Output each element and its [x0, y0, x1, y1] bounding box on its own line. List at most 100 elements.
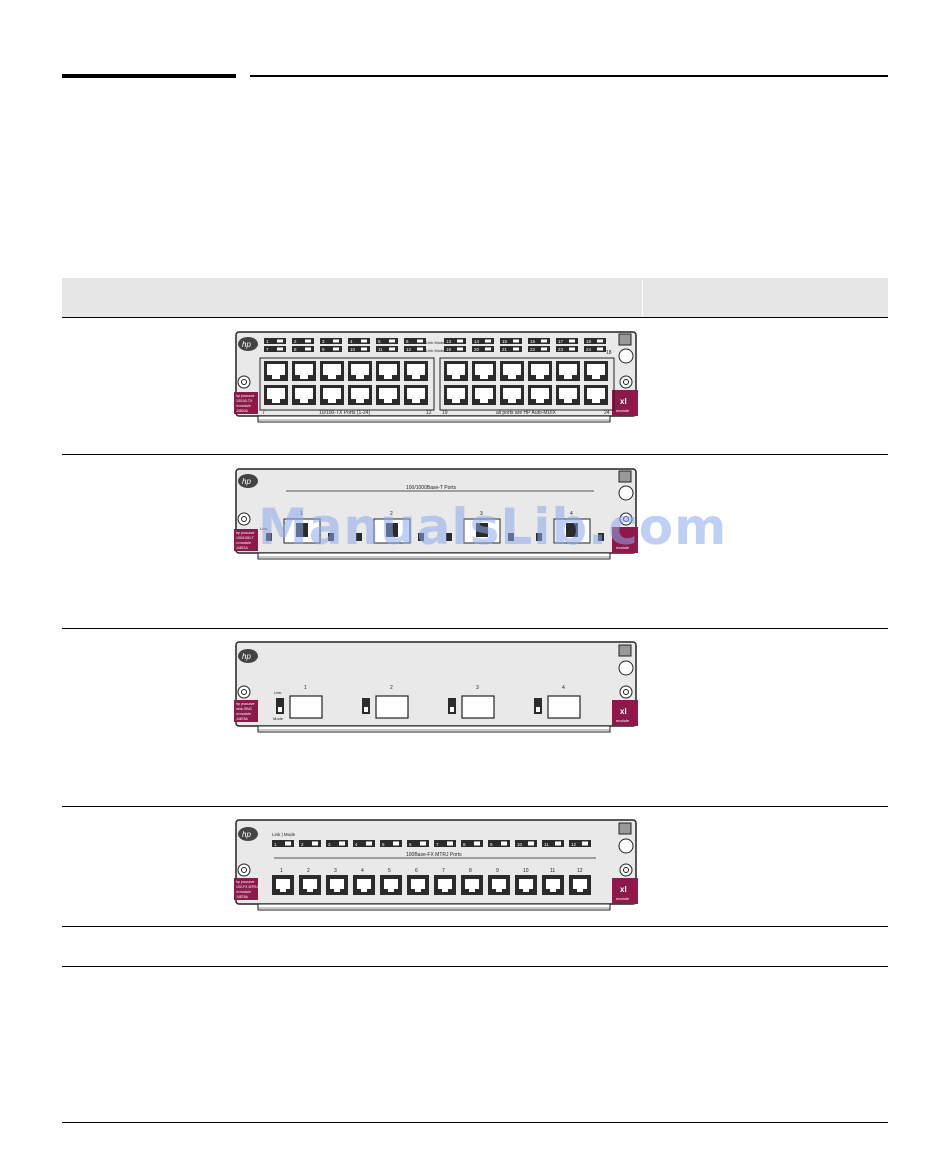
port-led: 15: [500, 338, 522, 344]
port-led: 10: [348, 346, 370, 352]
gbic-slot[interactable]: [289, 695, 323, 719]
screw-icon: [237, 512, 251, 526]
port-led: 20: [472, 346, 494, 352]
mtrj-port[interactable]: [299, 875, 321, 895]
port-led: [448, 698, 456, 714]
ports-section-label: 100/1000Base-T Ports: [406, 485, 456, 491]
mtrj-port[interactable]: [515, 875, 537, 895]
rj45-port[interactable]: [500, 385, 524, 405]
mtrj-port[interactable]: [326, 875, 348, 895]
led-indicator-icon: [618, 485, 634, 501]
rj45-port[interactable]: [556, 361, 580, 381]
rj45-port[interactable]: [500, 361, 524, 381]
xl-badge-text: xl: [620, 707, 627, 716]
row-divider: [62, 628, 888, 629]
svg-text:hp: hp: [242, 477, 251, 486]
port-number: 4: [350, 339, 353, 344]
mtrj-port[interactable]: [380, 875, 402, 895]
led-indicator-icon: [618, 348, 634, 364]
mtrj-port[interactable]: [353, 875, 375, 895]
port-led: 12: [404, 346, 426, 352]
xl-badge: [612, 878, 638, 904]
rj45-port[interactable]: [292, 361, 316, 381]
rj45-port[interactable]: [376, 385, 400, 405]
screw-icon: [237, 685, 251, 699]
rj45-port[interactable]: [376, 361, 400, 381]
port-number: 9: [322, 347, 325, 352]
port-number: 4: [570, 511, 573, 517]
barcode-icon: [618, 470, 632, 483]
mtrj-port[interactable]: [407, 875, 429, 895]
range-label: 12: [426, 410, 432, 416]
rj45-port[interactable]: [404, 385, 428, 405]
combo-port[interactable]: [553, 518, 591, 544]
link-mode-label: Link | Mode: [272, 832, 296, 837]
mtrj-port[interactable]: [488, 875, 510, 895]
rj45-port[interactable]: [320, 385, 344, 405]
gbic-slot[interactable]: [375, 695, 409, 719]
rj45-port[interactable]: [584, 361, 608, 381]
mtrj-port[interactable]: [434, 875, 456, 895]
mtrj-port[interactable]: [569, 875, 591, 895]
port-number: 3: [476, 685, 479, 691]
side-label-plate: [234, 392, 258, 414]
port-number: 4: [562, 685, 565, 691]
port-number: 4: [355, 842, 358, 847]
port-number: 13: [446, 339, 452, 344]
port-led: 13: [444, 338, 466, 344]
rj45-port[interactable]: [264, 361, 288, 381]
rj45-port[interactable]: [472, 385, 496, 405]
mtrj-port[interactable]: [461, 875, 483, 895]
port-led: [276, 698, 284, 714]
rj45-port[interactable]: [528, 385, 552, 405]
rj45-port[interactable]: [528, 361, 552, 381]
port-number: 5: [378, 339, 381, 344]
port-led: 10: [515, 840, 537, 847]
port-number: 7: [442, 868, 445, 874]
status-led: [598, 533, 604, 541]
xl-badge-sub: module: [616, 545, 630, 550]
rj45-port[interactable]: [320, 361, 344, 381]
xl-badge: [612, 700, 638, 726]
rj45-port[interactable]: [444, 385, 468, 405]
screw-icon: [237, 375, 251, 389]
port-led: 7: [264, 346, 286, 352]
rj45-port[interactable]: [348, 361, 372, 381]
combo-port[interactable]: [283, 518, 321, 544]
rj45-port[interactable]: [292, 385, 316, 405]
xl-badge-text: xl: [620, 885, 627, 894]
port-number: 8: [469, 868, 472, 874]
barcode-icon: [618, 822, 632, 835]
rj45-port[interactable]: [556, 385, 580, 405]
port-led: 8: [292, 346, 314, 352]
port-number: 2: [307, 868, 310, 874]
port-led: 18: [584, 338, 606, 344]
gbic-slot[interactable]: [547, 695, 581, 719]
rj45-port[interactable]: [472, 361, 496, 381]
side-label-line: xl module: [236, 541, 251, 545]
mtrj-port[interactable]: [542, 875, 564, 895]
rj45-port[interactable]: [584, 385, 608, 405]
gbic-slot[interactable]: [461, 695, 495, 719]
side-label-line: xl module: [236, 890, 251, 894]
rj45-port[interactable]: [404, 361, 428, 381]
combo-port[interactable]: [373, 518, 411, 544]
port-number: 21: [502, 347, 508, 352]
port-number: 19: [446, 347, 452, 352]
range-label: 18: [606, 350, 612, 356]
port-number: 12: [406, 347, 412, 352]
module-100base-fx-mtrj: hp hp procurve 100-FX MTRJ xl module J48…: [234, 818, 638, 918]
rj45-port[interactable]: [444, 361, 468, 381]
rj45-port[interactable]: [348, 385, 372, 405]
mtrj-port[interactable]: [272, 875, 294, 895]
xl-badge: [612, 527, 638, 553]
port-number: 3: [480, 511, 483, 517]
port-led: 2: [299, 840, 321, 847]
port-led: 5: [376, 338, 398, 344]
rj45-port[interactable]: [264, 385, 288, 405]
led-indicator-icon: [618, 838, 634, 854]
status-led: [418, 533, 424, 541]
combo-port[interactable]: [463, 518, 501, 544]
port-number: 6: [409, 842, 412, 847]
screw-icon: [619, 512, 633, 526]
